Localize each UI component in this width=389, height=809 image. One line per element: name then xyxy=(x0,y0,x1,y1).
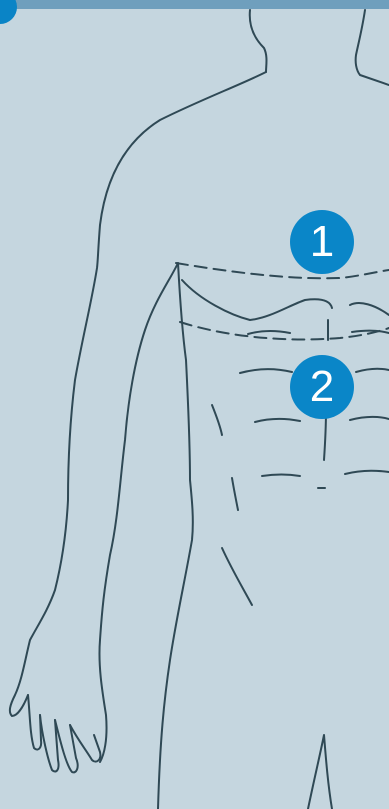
neck-left-outline xyxy=(250,10,267,72)
abs-segment-4 xyxy=(356,369,389,372)
oblique-line-3 xyxy=(222,548,252,605)
groin-line xyxy=(308,735,332,809)
abs-segment-1 xyxy=(248,331,290,334)
marker-2-badge: 2 xyxy=(290,355,354,419)
abs-segment-6 xyxy=(350,417,389,420)
measurement-line-1 xyxy=(176,263,389,278)
pec-line-left xyxy=(182,280,332,320)
hand-finger-1 xyxy=(28,695,41,750)
oblique-line-2 xyxy=(232,478,238,510)
arm-outer-outline xyxy=(10,72,266,716)
marker-1-badge: 1 xyxy=(290,210,354,274)
hand-finger-4 xyxy=(70,725,100,762)
neck-right-outline xyxy=(356,10,389,85)
abs-segment-8 xyxy=(345,471,389,474)
abs-segment-7 xyxy=(262,475,300,477)
oblique-line-1 xyxy=(212,405,222,435)
abs-segment-5 xyxy=(255,419,300,422)
torso-left-outline xyxy=(158,263,193,809)
abs-segment-3 xyxy=(240,369,292,373)
pec-line-right xyxy=(350,303,389,315)
